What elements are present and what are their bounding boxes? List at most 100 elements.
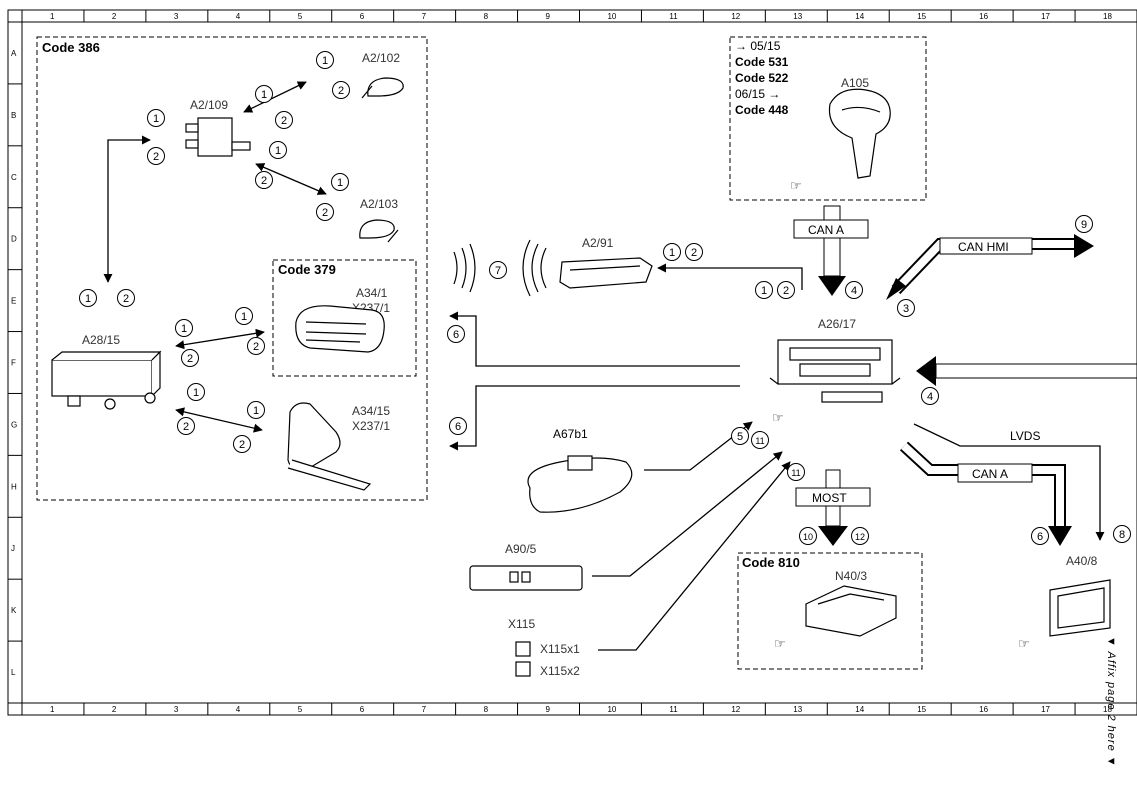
callout-number: 8 xyxy=(1119,529,1125,541)
callout-circle xyxy=(449,417,467,435)
callout-circle xyxy=(177,417,195,435)
grid-col-label: 14 xyxy=(855,705,864,714)
selector-a105 xyxy=(828,88,891,179)
bus-can-a-top: CAN A xyxy=(793,205,869,296)
grid-col-label: 15 xyxy=(917,12,926,21)
callout-number: 2 xyxy=(691,247,697,259)
callout-number: 2 xyxy=(153,151,159,163)
callout-number: 4 xyxy=(927,391,933,403)
callout-circle xyxy=(777,281,795,299)
callout-circle xyxy=(247,337,265,355)
grid-row-label: C xyxy=(11,173,17,182)
grid-col-label: 3 xyxy=(174,12,179,21)
grid-col-label: 4 xyxy=(236,705,241,714)
link-a2617-code379 xyxy=(449,311,740,367)
mirror-a67b1 xyxy=(527,455,633,513)
callout-number: 2 xyxy=(239,439,245,451)
callout-circle xyxy=(181,349,199,367)
label-a28-15: A28/15 xyxy=(82,333,120,347)
callout-circle xyxy=(316,203,334,221)
bus-can-a-right: CAN A xyxy=(899,441,1072,546)
grid-col-label: 6 xyxy=(360,12,365,21)
callout-circle xyxy=(489,261,507,279)
callout-number: 2 xyxy=(338,85,344,97)
grid-col-label: 7 xyxy=(422,705,427,714)
label-a2-103: A2/103 xyxy=(360,197,398,211)
grid-col-label: 8 xyxy=(484,705,489,714)
callout-number: 2 xyxy=(783,285,789,297)
hand-ref-a105: ☞ xyxy=(790,178,802,193)
callout-circle xyxy=(269,141,287,159)
callout-number: 10 xyxy=(803,532,813,542)
callout-circle xyxy=(1031,527,1049,545)
callout-number: 12 xyxy=(855,532,865,542)
grid-col-label: 12 xyxy=(731,705,740,714)
callout-circle xyxy=(787,463,805,481)
grid-col-label: 12 xyxy=(731,12,740,21)
bus-can-a-top-label: CAN A xyxy=(808,223,844,237)
code379-label: Code 379 xyxy=(278,262,336,277)
label-x115: X115 xyxy=(508,617,535,631)
callout-number: 2 xyxy=(123,293,129,305)
bus-most-label: MOST xyxy=(812,491,847,505)
link-a2109-a28 xyxy=(103,135,151,283)
callout-number: 1 xyxy=(253,405,259,417)
label-n40-3: N40/3 xyxy=(835,569,867,583)
callout-number: 2 xyxy=(183,421,189,433)
label-x237-1-b: X237/1 xyxy=(352,419,390,433)
callout-circle xyxy=(845,281,863,299)
callout-circle xyxy=(332,81,350,99)
affix-note-text: ▼ Affix page 2 here ▼ xyxy=(1105,636,1117,768)
grid-col-label: 14 xyxy=(855,12,864,21)
callout-number: 1 xyxy=(241,311,247,323)
callout-number: 1 xyxy=(669,247,675,259)
label-a90-5: A90/5 xyxy=(505,542,537,556)
callout-circle xyxy=(187,383,205,401)
grid-col-label: 10 xyxy=(607,12,616,21)
callout-number: 1 xyxy=(153,113,159,125)
callout-circle xyxy=(447,325,465,343)
module-a2-91 xyxy=(559,257,653,289)
callout-number: 2 xyxy=(261,175,267,187)
grid-col-label: 18 xyxy=(1103,12,1112,21)
callout-number: 4 xyxy=(851,285,857,297)
grid-col-label: 1 xyxy=(50,705,55,714)
code810-label: Code 810 xyxy=(742,555,800,570)
callout-circle xyxy=(851,527,869,545)
callout-circle xyxy=(685,243,703,261)
key-a34-15 xyxy=(287,402,372,491)
grid-row-label: F xyxy=(11,359,16,368)
callout-number: 3 xyxy=(903,303,909,315)
bus-most: MOST xyxy=(795,469,871,546)
callout-circle xyxy=(255,85,273,103)
callout-number: 2 xyxy=(253,341,259,353)
callout-circle xyxy=(147,147,165,165)
grid-col-label: 15 xyxy=(917,705,926,714)
link-x115 xyxy=(598,461,791,651)
label-x115x1: X115x1 xyxy=(540,642,580,656)
grid-col-label: 18 xyxy=(1103,705,1112,714)
a105-note-4: 06/15 → xyxy=(735,87,780,101)
callout-number: 1 xyxy=(322,55,328,67)
grid-col-label: 16 xyxy=(979,12,988,21)
a105-note-1: → 05/15 xyxy=(735,39,781,53)
unit-a26-17 xyxy=(769,339,901,403)
key-a34-1 xyxy=(295,305,385,353)
grid-col-label: 6 xyxy=(360,705,365,714)
connector-x115 xyxy=(515,641,531,677)
callout-number: 1 xyxy=(261,89,267,101)
label-a34-1: A34/1 xyxy=(356,286,388,300)
callout-number: 5 xyxy=(737,431,743,443)
bus-can-hmi-label: CAN HMI xyxy=(958,240,1009,254)
grid-col-label: 2 xyxy=(112,12,117,21)
label-a2-91: A2/91 xyxy=(582,236,614,250)
grid-col-label: 10 xyxy=(607,705,616,714)
bus-lvds-label: LVDS xyxy=(1010,429,1040,443)
hand-ref-n40-3: ☞ xyxy=(774,636,786,651)
callout-circle xyxy=(921,387,939,405)
callout-number: 1 xyxy=(181,323,187,335)
callout-circle xyxy=(751,431,769,449)
callout-number: 1 xyxy=(761,285,767,297)
